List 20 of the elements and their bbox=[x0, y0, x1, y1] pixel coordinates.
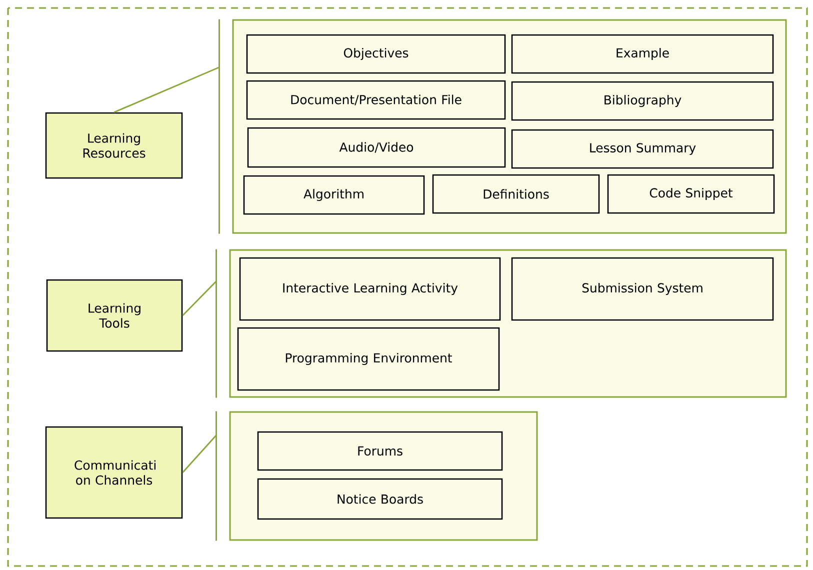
category-box: Communicati on Channels bbox=[45, 426, 183, 519]
item-box: Forums bbox=[257, 431, 503, 471]
item-box: Programming Environment bbox=[237, 327, 500, 391]
item-box: Submission System bbox=[511, 257, 774, 321]
category-box: Learning Resources bbox=[45, 112, 183, 179]
item-box: Lesson Summary bbox=[511, 129, 774, 169]
item-box: Bibliography bbox=[511, 81, 774, 121]
item-box: Interactive Learning Activity bbox=[239, 257, 501, 321]
item-box: Code Snippet bbox=[607, 174, 775, 214]
item-box: Objectives bbox=[246, 34, 506, 74]
item-box: Notice Boards bbox=[257, 478, 503, 520]
item-box: Algorithm bbox=[243, 175, 425, 215]
item-box: Audio/Video bbox=[247, 127, 506, 168]
connector-line bbox=[114, 66, 220, 114]
category-box: Learning Tools bbox=[46, 279, 183, 352]
item-box: Document/Presentation File bbox=[246, 80, 506, 120]
connector-line bbox=[182, 434, 217, 473]
item-box: Example bbox=[511, 34, 774, 74]
item-box: Definitions bbox=[432, 174, 600, 214]
connector-line bbox=[182, 280, 217, 316]
